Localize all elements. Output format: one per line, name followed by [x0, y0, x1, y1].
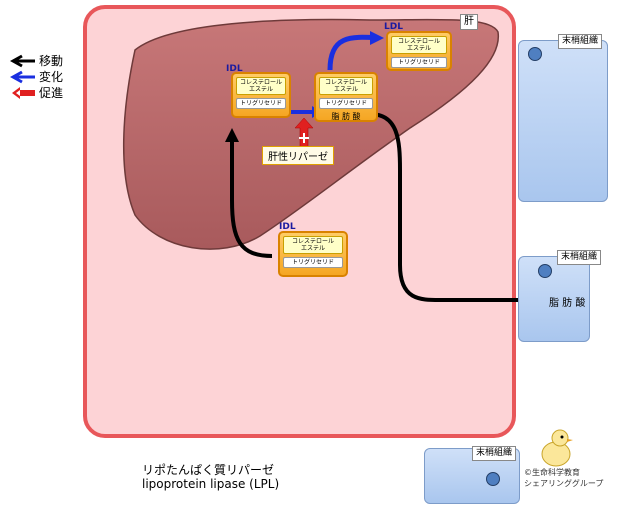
tissue-top-tag: 末梢組織: [558, 34, 603, 49]
lpl-subtitle: lipoprotein lipase (LPL): [142, 477, 280, 491]
black-arrowhead-up: [225, 128, 239, 142]
credit-line2: シェアリンググループ: [524, 479, 604, 488]
idl-bottom-triglyceride: トリグリセリド: [283, 257, 343, 268]
legend-change: 変化: [10, 68, 63, 85]
middle-fatty-acid: 脂 肪 酸: [331, 112, 361, 121]
legend-move-label: 移動: [39, 54, 64, 68]
liver-tag: 肝: [460, 14, 478, 30]
black-arrow-up: [230, 138, 273, 258]
red-arrow-icon: [12, 86, 35, 99]
idl-bottom-particle: コレステロール エステル トリグリセリド: [278, 231, 348, 277]
credit-line1: ©生命科学教育: [524, 468, 580, 477]
black-arrow-fatty-acid: [369, 112, 530, 302]
idl-top-triglyceride: トリグリセリド: [236, 98, 286, 109]
idl-bottom-cholesterol-ester: コレステロール エステル: [283, 236, 343, 254]
ldl-triglyceride: トリグリセリド: [391, 57, 447, 68]
ldl-label: LDL: [384, 22, 403, 32]
blue-arrowhead-ldl: [370, 31, 384, 45]
liver-shape: [123, 18, 500, 250]
tissue-bottom-nucleus: [486, 472, 500, 486]
legend-move: 移動: [10, 52, 63, 69]
tissue-middle-nucleus: [538, 264, 552, 278]
ldl-particle: コレステロール エステル トリグリセリド: [386, 31, 452, 71]
black-arrow-icon: [10, 54, 35, 67]
idl-top-particle: コレステロール エステル トリグリセリド: [231, 72, 291, 118]
tissue-bottom-tag: 末梢組織: [472, 446, 517, 461]
tissue-middle-tag: 末梢組織: [557, 250, 602, 265]
blue-arrow-to-ldl: [327, 34, 379, 71]
peripheral-tissue-middle: [518, 256, 590, 342]
idl-top-label: IDL: [226, 64, 243, 74]
idl-bottom-label: IDL: [279, 222, 296, 232]
idl-top-cholesterol-ester: コレステロール エステル: [236, 77, 286, 95]
legend-change-label: 変化: [39, 70, 64, 84]
tissue-fatty-acid: 脂 肪 酸: [549, 298, 586, 309]
tissue-top-nucleus: [528, 47, 542, 61]
ldl-cholesterol-ester: コレステロール エステル: [391, 36, 447, 54]
mascot-icon: [541, 429, 573, 467]
hepatic-lipase-label: 肝性リパーゼ: [262, 146, 334, 165]
peripheral-tissue-top: [518, 40, 608, 202]
legend-promote-label: 促進: [39, 86, 64, 100]
middle-cholesterol-ester: コレステロール エステル: [319, 77, 373, 95]
middle-particle: コレステロール エステル トリグリセリド 脂 肪 酸: [314, 72, 378, 122]
blue-arrow-icon: [10, 70, 35, 83]
lpl-title: リポたんぱく質リパーゼ: [142, 463, 275, 477]
middle-triglyceride: トリグリセリド: [319, 98, 373, 109]
legend-promote: 促進: [10, 84, 63, 101]
